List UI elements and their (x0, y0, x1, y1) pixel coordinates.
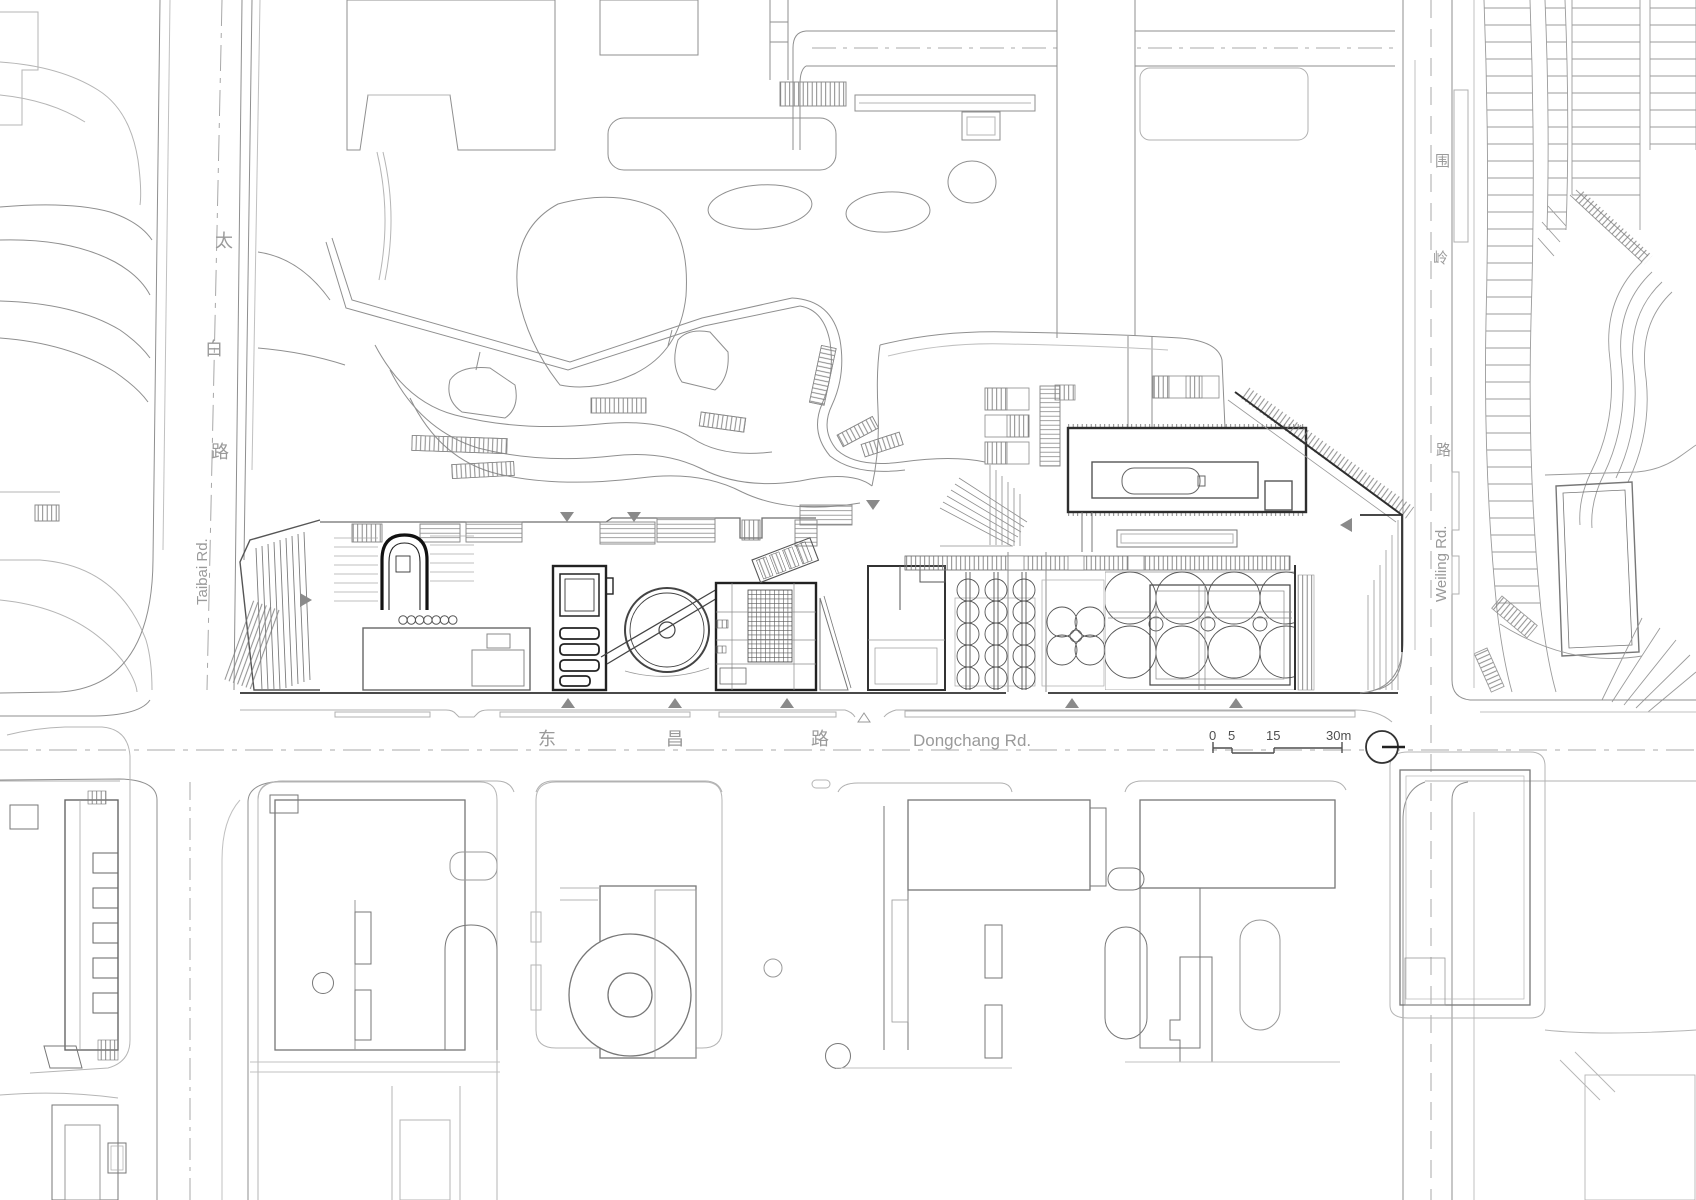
arc-tick-path (1499, 623, 1643, 660)
block-c (535, 781, 723, 1059)
park-walkway (325, 237, 801, 371)
arrow-left-marker (1340, 518, 1352, 532)
hill-path-diagonal (1537, 189, 1653, 265)
weiling-char-1: 围 (1435, 153, 1450, 170)
scale-bar (1212, 742, 1343, 754)
taibai-char-1: 太 (215, 231, 234, 251)
taibai-char-2: 白 (205, 339, 224, 359)
plot-corner-nw (0, 11, 142, 206)
tilted-annex (751, 537, 820, 584)
big-circle-hall (1105, 571, 1295, 690)
scale-label-15: 15 (1266, 728, 1280, 743)
column-dots-row (398, 615, 458, 625)
building-east (1555, 481, 1640, 657)
pond-oval-2 (845, 191, 931, 233)
plaza-stairs (984, 375, 1220, 467)
stream-west (0, 204, 153, 403)
plot-corner-sw-west (0, 491, 153, 693)
small-triangle-outline (857, 712, 871, 723)
pond-oval-1 (707, 184, 813, 230)
hall-east-hatch (1297, 574, 1315, 691)
weiling-road (1359, 0, 1475, 1200)
label-taibai-road: 太 白 路 Taibai Rd. (194, 231, 234, 605)
shorelines (374, 344, 873, 508)
taibai-road-south (0, 778, 286, 1200)
dongchang-char-1: 东 (538, 729, 557, 749)
weiling-char-3: 路 (1436, 442, 1451, 459)
scale-label-5: 5 (1228, 728, 1235, 743)
taibai-centerline (206, 0, 223, 691)
east-terrain (1473, 0, 1696, 1200)
pond-large (516, 196, 687, 388)
building-mid (867, 565, 946, 691)
label-dongchang-road: 东 昌 路 Dongchang Rd. (538, 729, 1031, 750)
plaza-boundary (879, 331, 1226, 429)
north-indicator-icon (1365, 730, 1405, 764)
block-e (1125, 799, 1340, 1063)
terrain-bottom-right (1544, 1029, 1696, 1200)
entry-arrow-markers (561, 698, 1243, 708)
axis-corridor (1056, 0, 1153, 430)
down-arrow-markers (560, 500, 880, 522)
pond-blob (947, 160, 997, 204)
dongchang-en-label: Dongchang Rd. (913, 731, 1031, 750)
annotations: 0 5 15 30m 太 白 路 Taibai Rd. 东 昌 路 Dongch… (194, 153, 1451, 764)
building-drum (600, 584, 730, 677)
driveway-pads (334, 710, 1356, 718)
scale-label-30m: 30m (1326, 728, 1351, 743)
block-a (0, 726, 131, 1200)
block-d (811, 779, 1145, 1069)
canopy-comb-band (904, 555, 1291, 571)
south-blocks (0, 726, 1546, 1200)
slope-stairs-east (1473, 595, 1538, 693)
grand-stair (799, 465, 1028, 547)
site-top-edge (320, 500, 880, 547)
building-north-top (599, 0, 699, 56)
south-corridor (1007, 552, 1047, 692)
wedge-ramp (819, 595, 852, 691)
project-site (224, 331, 1415, 692)
block-f (1389, 751, 1546, 1019)
building-north-west (346, 0, 556, 281)
building-rounded-north (607, 117, 837, 171)
lane-circle (763, 958, 783, 978)
weiling-en-label: Weiling Rd. (1433, 526, 1450, 602)
taibai-road (0, 0, 261, 694)
west-wedge-terraces (224, 519, 321, 691)
dongchang-char-2: 昌 (666, 729, 685, 749)
plot-line-east (1544, 444, 1696, 476)
ray-fan (1601, 617, 1696, 713)
park-landscape (0, 0, 1036, 693)
scale-label-0: 0 (1209, 728, 1216, 743)
building-upper-right (1066, 424, 1308, 516)
arch-building (334, 533, 474, 610)
column-hall (954, 572, 1105, 690)
arrow-right-marker (300, 593, 312, 607)
dongchang-char-3: 路 (811, 729, 830, 749)
label-weiling-road: 围 岭 路 Weiling Rd. (1433, 153, 1451, 602)
taibai-char-3: 路 (211, 442, 230, 462)
weiling-char-2: 岭 (1433, 250, 1448, 267)
dongchang-road (0, 692, 1696, 801)
block-b (250, 781, 500, 1200)
building-low-rect (362, 627, 531, 691)
contour-curves (1579, 261, 1673, 529)
park-stairs (411, 344, 904, 480)
reflecting-pool (1081, 512, 1238, 552)
building-stair-bars (551, 564, 614, 692)
taibai-en-label: Taibai Rd. (194, 538, 211, 605)
site-diagonal-ne (1227, 386, 1415, 691)
building-grid-roof (714, 537, 820, 692)
terrace-ladders (1483, 0, 1696, 693)
stair-strip-north (779, 81, 847, 107)
